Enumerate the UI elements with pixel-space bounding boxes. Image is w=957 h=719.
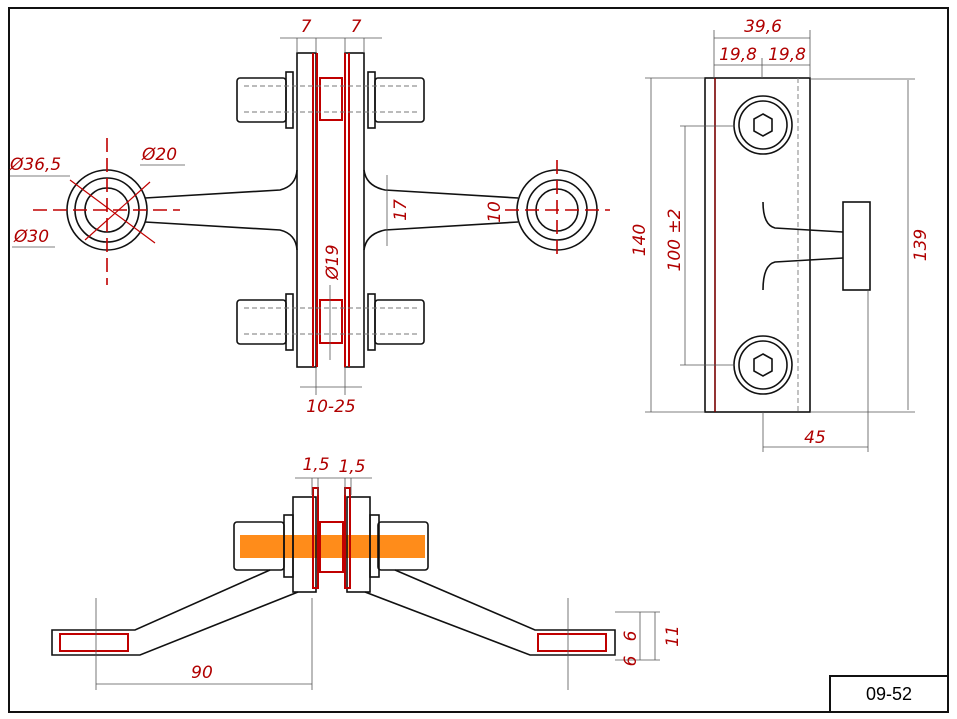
side-view: 39,6 19,8 19,8 140 100 ±2 139 45 (630, 17, 931, 452)
dim-washer-right: 1,5 (338, 457, 365, 477)
dim-plate-right: 7 (351, 17, 362, 37)
right-clamp-plate (344, 52, 365, 368)
dim-outer-dia: Ø36,5 (9, 155, 61, 175)
dim-plate-left: 7 (301, 17, 312, 37)
dim-bolt-dia: Ø19 (323, 244, 343, 280)
title-block: 09-52 (829, 675, 949, 713)
bottom-view: 1,5 1,5 90 6 6 11 (51, 455, 683, 690)
dim-flange-inner: 6 (621, 630, 641, 641)
dim-arm-width: 17 (391, 199, 411, 221)
dim-half-left: 19,8 (719, 45, 757, 65)
front-view: 7 7 Ø36,5 Ø20 Ø30 17 10 Ø19 10-25 (9, 17, 610, 417)
dim-mid-dia: Ø30 (13, 227, 49, 247)
drawing-border (8, 7, 949, 713)
dim-height-right: 139 (911, 229, 931, 261)
lower-bushing (319, 299, 343, 344)
left-arm (144, 169, 298, 251)
dim-washer-left: 1,5 (302, 455, 329, 475)
dim-glass-gap: 10-25 (306, 397, 355, 417)
dim-reach: 90 (191, 663, 213, 683)
upper-bushing (319, 77, 343, 121)
dim-bolt-spacing: 100 ±2 (665, 209, 685, 272)
right-eye (505, 160, 610, 260)
bolts (236, 71, 425, 351)
dim-total-width: 39,6 (744, 17, 782, 37)
dim-flange-inner-2: 6 (621, 655, 641, 666)
threaded-rod (240, 535, 425, 558)
dim-inner-dia: Ø20 (141, 145, 177, 165)
dim-arm-width-right: 10 (485, 201, 505, 223)
dim-height: 140 (630, 224, 650, 256)
dim-flange-outer: 11 (663, 625, 683, 647)
dim-offset: 45 (804, 428, 826, 448)
drawing-number: 09-52 (866, 684, 912, 704)
dim-half-right: 19,8 (768, 45, 806, 65)
left-eye (33, 138, 180, 285)
